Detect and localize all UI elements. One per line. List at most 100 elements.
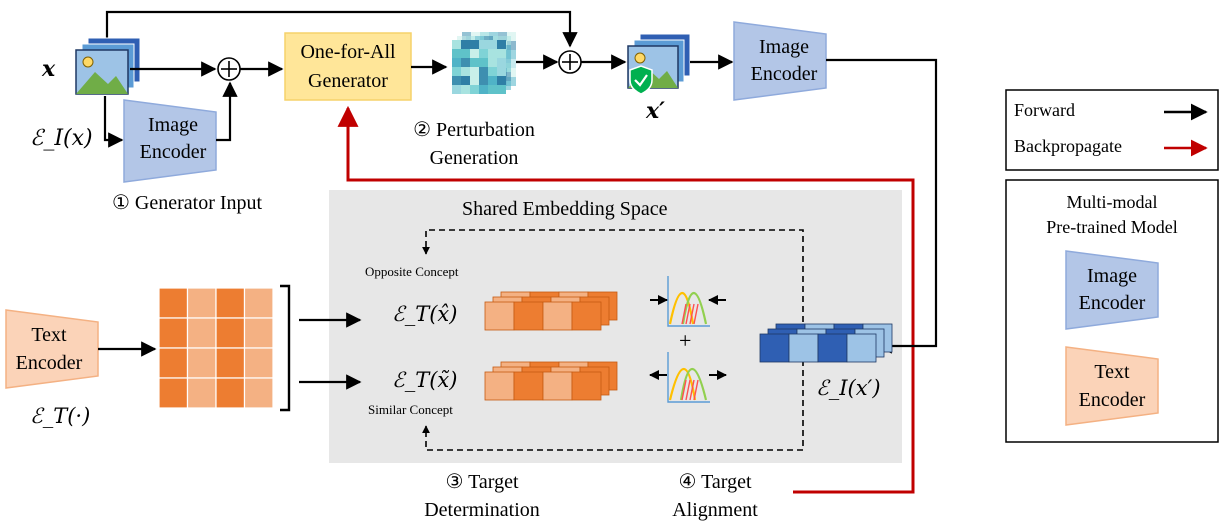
embedding-cell (788, 333, 819, 363)
adv-image-embedding-stack (759, 323, 893, 363)
text-embedding-grid (158, 287, 274, 409)
sum-node-2 (558, 50, 582, 74)
arrow-encoder-to-sum (216, 81, 238, 142)
adv-image-label: x′ (646, 98, 665, 124)
noise-cell (488, 85, 497, 94)
overlap-hatch (693, 303, 699, 325)
input-image-icon (75, 37, 141, 95)
overlap-hatch (681, 379, 687, 401)
generator-label: One-for-All Generator (300, 41, 396, 92)
arrow-encoder-to-adv-embedding (826, 58, 938, 354)
noise-cell (461, 40, 470, 49)
noise-cell (497, 58, 506, 67)
bypass-arrow (105, 10, 578, 48)
noise-cell (507, 77, 516, 86)
noise-cell (461, 85, 470, 94)
curve-a (668, 367, 697, 401)
text-embedding-label: ℰ_T(·) (30, 404, 91, 428)
noise-cell (488, 49, 497, 58)
model-image-encoder-label: Image Encoder (1078, 265, 1146, 314)
backprop-arrow (337, 105, 915, 494)
noise-cell (502, 45, 511, 54)
overlap-hatch (689, 379, 695, 401)
grid-cell (158, 377, 189, 409)
grid-cell (158, 347, 189, 379)
noise-cell (488, 58, 497, 67)
embedding-cell (571, 371, 602, 401)
opposite-embedding-stack (484, 291, 618, 331)
model-image-encoder-shape (1065, 250, 1159, 330)
dashed-loop-top (422, 229, 804, 322)
noise-cell (452, 76, 461, 85)
noise-cell (461, 76, 470, 85)
noise-cell (507, 68, 516, 77)
grid-cell (158, 317, 189, 349)
noise-cell (461, 58, 470, 67)
bracket (280, 284, 291, 412)
noise-cell (488, 76, 497, 85)
grid-cell (243, 347, 274, 379)
overlap-hatch (681, 303, 687, 325)
sum-node-1 (217, 57, 241, 81)
noise-cell (479, 67, 488, 76)
grid-cell (215, 377, 246, 409)
embedding-space-title: Shared Embedding Space (462, 198, 668, 220)
text-target-similar-label: ℰ_T(x̃) (392, 368, 458, 392)
grid-cell (243, 287, 274, 319)
grid-cell (215, 347, 246, 379)
distribution-icon-top (667, 276, 710, 327)
perturbation-noise-icon (452, 32, 516, 94)
image-encoder-right-label: Image Encoder (750, 36, 818, 85)
noise-cell (452, 40, 461, 49)
noise-cell (470, 76, 479, 85)
noise-cell (497, 85, 506, 94)
noise-cell (479, 76, 488, 85)
grid-cell (243, 377, 274, 409)
embedding-cell (484, 301, 515, 331)
axes (667, 276, 710, 327)
generator-box (284, 32, 412, 101)
curve-a (668, 291, 695, 325)
similar-concept-label: Similar Concept (368, 402, 453, 417)
grid-cell (215, 287, 246, 319)
text-encoder-left-label: Text Encoder (15, 324, 83, 374)
noise-cell (502, 72, 511, 81)
embedding-cell (513, 301, 544, 331)
legend-box (1005, 89, 1219, 171)
noise-cell (497, 40, 506, 49)
noise-cell (507, 41, 516, 50)
noise-cell (507, 59, 516, 68)
step2-label: ② Perturbation Generation (413, 119, 535, 169)
embedding-cell (542, 371, 573, 401)
grid-cell (158, 287, 189, 319)
noise-cell (479, 58, 488, 67)
noise-cell (502, 36, 511, 45)
noise-cell (470, 85, 479, 94)
embedding-cell (513, 371, 544, 401)
embedding-cell (846, 333, 877, 363)
noise-cell (470, 49, 479, 58)
grid-cell (186, 287, 217, 319)
text-target-opposite-label: ℰ_T(x̂) (392, 302, 458, 326)
overlap-hatch (685, 379, 691, 401)
image-embedding-label: ℰ_I(x) (30, 126, 93, 151)
embedding-cell (571, 301, 602, 331)
noise-cell (502, 63, 511, 72)
embedding-cell (817, 333, 848, 363)
grid-cell (186, 317, 217, 349)
grid-cell (215, 317, 246, 349)
step3-label: ③ Target Determination (424, 471, 540, 521)
opposite-concept-label: Opposite Concept (365, 264, 459, 279)
noise-cell (470, 58, 479, 67)
input-x-label: x (42, 56, 56, 82)
noise-cell (452, 67, 461, 76)
noise-cell (497, 67, 506, 76)
arrow-x-to-encoder (103, 96, 124, 148)
noise-cell (452, 49, 461, 58)
noise-cell (479, 40, 488, 49)
noise-cell (470, 40, 479, 49)
noise-cell (502, 81, 511, 90)
curve-b (681, 291, 708, 325)
embedding-cell (759, 333, 790, 363)
